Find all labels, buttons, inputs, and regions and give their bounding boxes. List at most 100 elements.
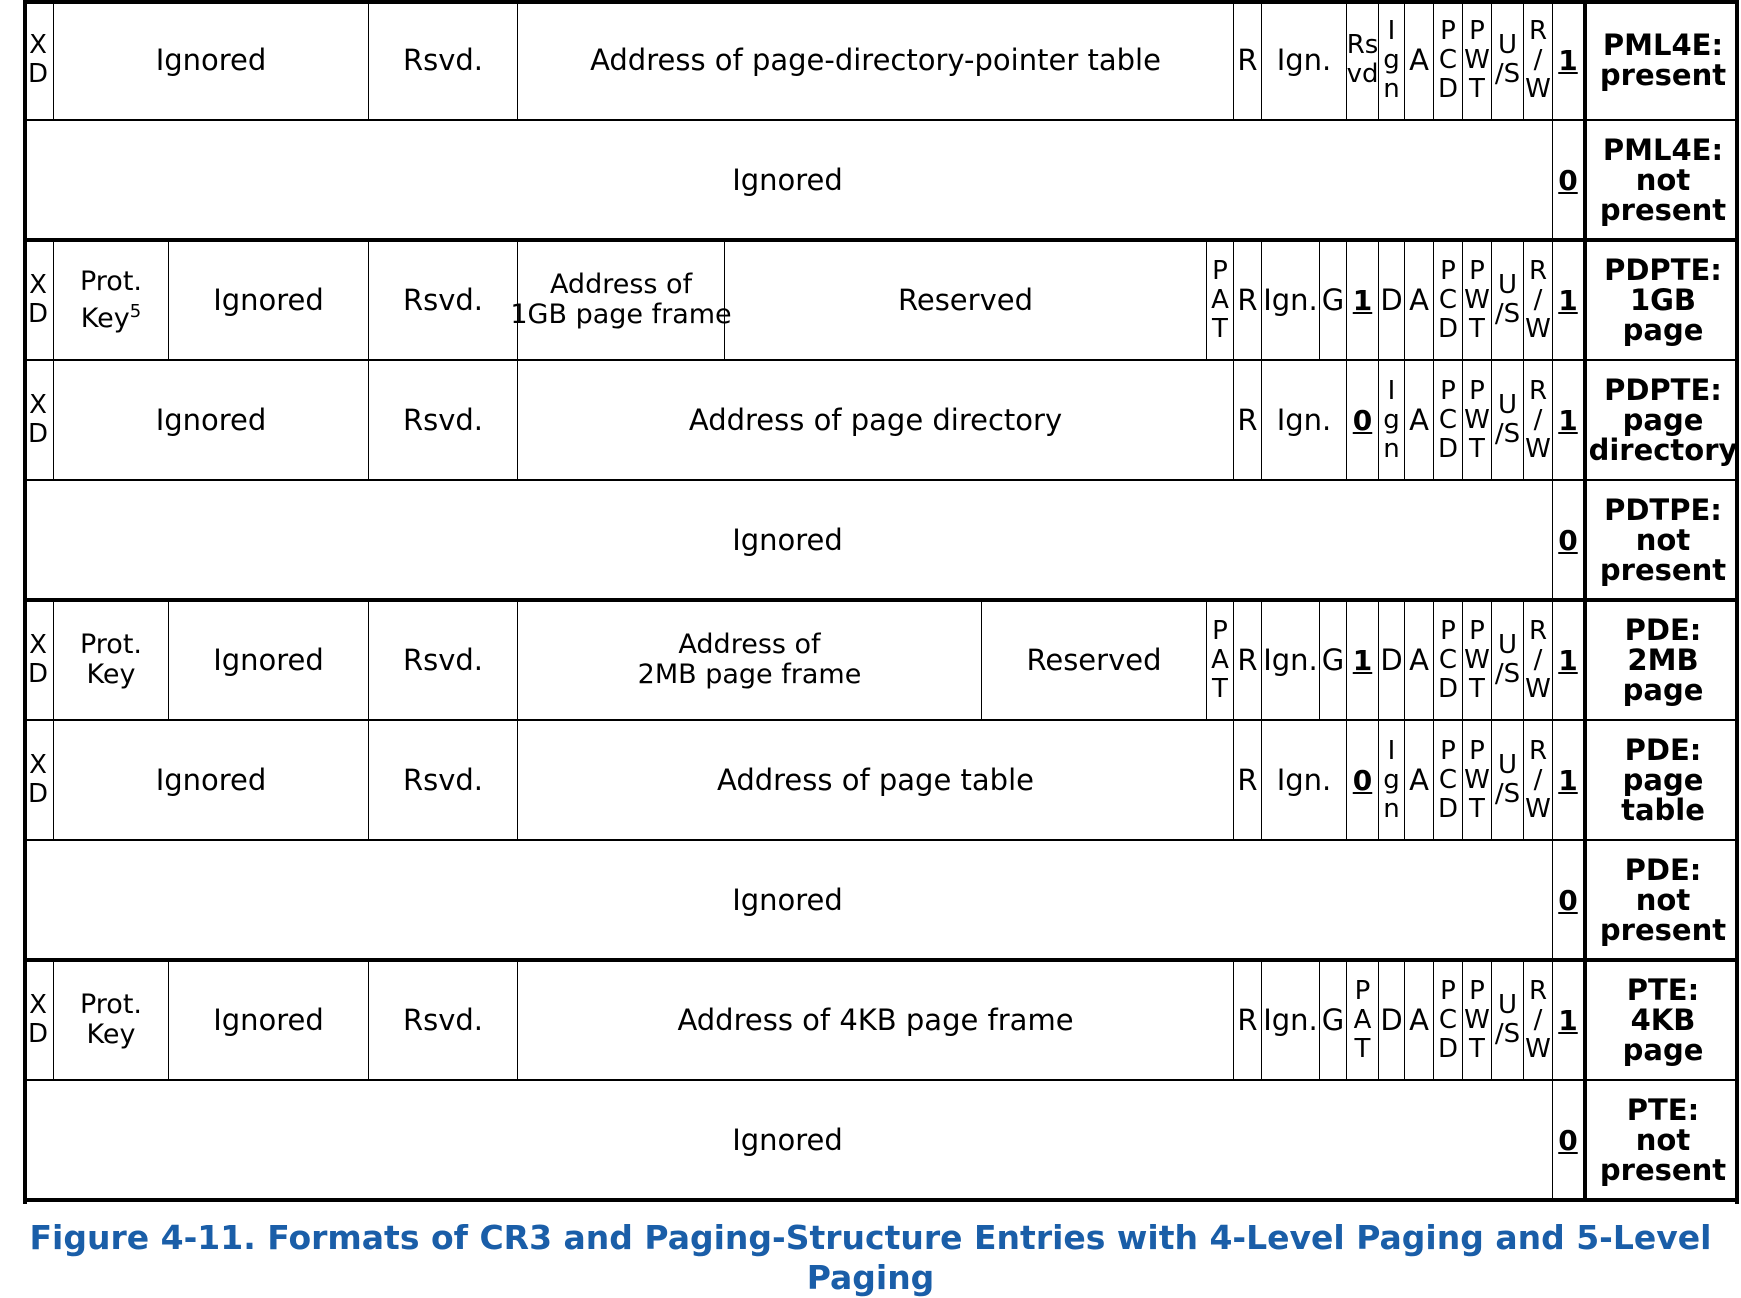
pwt-bit: P W T	[1462, 0, 1491, 120]
ignored-field: Ignored	[168, 600, 368, 720]
entry-type-text: PTE: 4KB page	[1622, 973, 1704, 1067]
accessed-bit: A	[1404, 240, 1433, 360]
present-bit: 1	[1552, 960, 1583, 1080]
ps-bit: 1	[1346, 240, 1378, 360]
ps-bit: 1	[1346, 600, 1378, 720]
entry-row: X D Ignored Rsvd. Address of page-directory…	[23, 0, 1739, 120]
entry-type-text: PDE: page table	[1621, 733, 1705, 827]
field-text: P W T	[1464, 255, 1490, 344]
r-bit: R	[1233, 720, 1261, 840]
ignored-field: Ignored	[23, 1080, 1552, 1200]
field-text: 1	[1558, 43, 1578, 77]
reserved-field: Reserved	[724, 240, 1206, 360]
ignored-field: Ign.	[1261, 360, 1346, 480]
dirty-bit: D	[1378, 240, 1404, 360]
field-text: Rsvd.	[402, 642, 484, 677]
present-bit: 1	[1552, 360, 1583, 480]
accessed-bit: A	[1404, 600, 1433, 720]
row-divider	[23, 359, 1739, 361]
entry-type-text: PDE: not present	[1599, 853, 1727, 947]
row-divider	[23, 119, 1739, 121]
field-text: Address of page-directory-pointer table	[590, 42, 1161, 77]
pcd-bit: P C D	[1433, 240, 1462, 360]
reserved-field: Rsvd.	[368, 240, 517, 360]
reserved-field: Rsvd.	[368, 720, 517, 840]
field-text: I g n	[1383, 15, 1400, 104]
field-text: Rsvd.	[402, 762, 484, 797]
reserved-field: Rsvd.	[368, 360, 517, 480]
address-field: Address of page table	[517, 720, 1233, 840]
present-bit: 1	[1552, 720, 1583, 840]
entry-type-label: PTE: not present	[1583, 1080, 1739, 1200]
field-text: R / W	[1525, 615, 1551, 704]
ignored-field: Ign.	[1261, 0, 1346, 120]
field-text: Ign.	[1263, 1002, 1318, 1037]
field-text: Ign.	[1276, 42, 1332, 77]
field-text: P C D	[1437, 255, 1459, 344]
field-text: Rsvd.	[402, 282, 484, 317]
ps-bit: 0	[1346, 720, 1378, 840]
field-text: P W T	[1464, 15, 1490, 104]
pwt-bit: P W T	[1462, 720, 1491, 840]
ignored-field: Ignored	[168, 960, 368, 1080]
field-text: 1	[1558, 403, 1578, 437]
field-text: Ignored	[155, 42, 267, 77]
pwt-bit: P W T	[1462, 360, 1491, 480]
field-text: P C D	[1437, 975, 1459, 1064]
protection-key-field: Prot. Key5	[53, 240, 168, 360]
pwt-bit: P W T	[1462, 240, 1491, 360]
footnote-marker: 5	[129, 300, 142, 322]
field-text: 0	[1558, 163, 1578, 197]
field-text: X D	[27, 30, 49, 89]
field-text: Ignored	[213, 642, 324, 677]
pat-bit: P A T	[1206, 240, 1233, 360]
r-bit: R	[1233, 600, 1261, 720]
row-divider	[23, 238, 1739, 242]
row-divider	[23, 1198, 1739, 1202]
entry-type-label: PDE: page table	[1583, 720, 1739, 840]
field-text: 0	[1558, 523, 1578, 557]
field-text: 0	[1352, 403, 1373, 437]
read-write-bit: R / W	[1523, 960, 1552, 1080]
field-text: Rsvd.	[402, 1002, 484, 1037]
ignored-field: Ignored	[168, 240, 368, 360]
row-divider	[23, 0, 1739, 4]
ignored-field: Ignored	[23, 480, 1552, 600]
field-text: P W T	[1464, 975, 1490, 1064]
ps-bit: 0	[1346, 360, 1378, 480]
field-text: U /S	[1494, 270, 1521, 329]
entry-type-label: PTE: 4KB page	[1583, 960, 1739, 1080]
entry-type-label: PDTPE: not present	[1583, 480, 1739, 600]
entry-type-text: PML4E: not present	[1599, 133, 1727, 227]
row-divider	[23, 598, 1739, 602]
table-border	[23, 0, 27, 1204]
field-text: X D	[27, 750, 49, 809]
ignored-field: Ignored	[53, 720, 368, 840]
field-text: D	[1380, 642, 1403, 677]
read-write-bit: R / W	[1523, 240, 1552, 360]
field-text: R	[1237, 762, 1258, 797]
field-text: R	[1237, 402, 1258, 437]
table-border	[1735, 0, 1739, 1204]
reserved-field: Rsvd.	[368, 0, 517, 120]
field-text: R / W	[1525, 15, 1551, 104]
entry-type-label: PML4E: present	[1583, 0, 1739, 120]
dirty-bit: D	[1378, 960, 1404, 1080]
entry-type-text: PDPTE: page directory	[1588, 373, 1738, 467]
entry-type-label: PDPTE: page directory	[1583, 360, 1739, 480]
entry-type-label: PML4E: not present	[1583, 120, 1739, 240]
field-text: R / W	[1525, 975, 1551, 1064]
field-text: 1	[1558, 643, 1578, 677]
field-text: Ignored	[155, 402, 267, 437]
ps-bit: P A T	[1346, 960, 1378, 1080]
accessed-bit: A	[1404, 360, 1433, 480]
ignored-field: Ignored	[23, 120, 1552, 240]
read-write-bit: R / W	[1523, 0, 1552, 120]
figure-caption: Figure 4-11. Formats of CR3 and Paging-S…	[29, 1218, 1712, 1297]
pcd-bit: P C D	[1433, 600, 1462, 720]
field-text: Reserved	[1026, 642, 1162, 677]
field-text: U /S	[1494, 30, 1521, 89]
user-supervisor-bit: U /S	[1491, 720, 1523, 840]
